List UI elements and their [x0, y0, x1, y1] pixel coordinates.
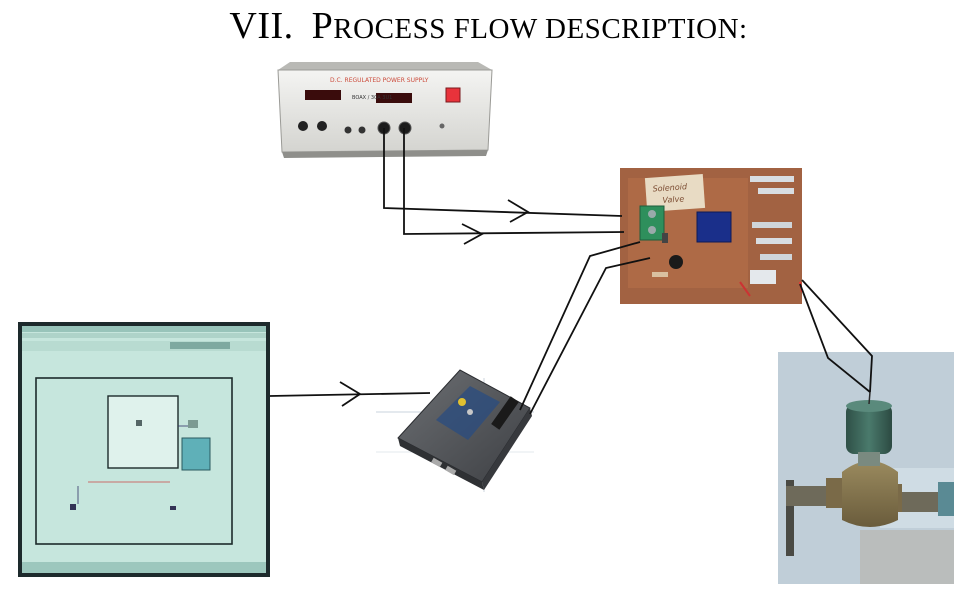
- psu-knob-4: [359, 127, 366, 134]
- flow-arrows: [340, 200, 528, 406]
- psu-knob-1: [298, 121, 308, 131]
- psu-knob-3: [345, 127, 352, 134]
- pipe-fitting-right: [938, 482, 954, 516]
- psu-led: [440, 124, 445, 129]
- psu-power-switch: [446, 88, 460, 102]
- daq-device: [376, 370, 534, 492]
- relay-driver-board: Solenoid Valve: [620, 168, 802, 304]
- psu-display-left: [305, 90, 341, 100]
- daq-indicator-white: [467, 409, 473, 415]
- computer-screen: [18, 322, 270, 577]
- output-indicator: [182, 438, 210, 470]
- psu-title: D.C. REGULATED POWER SUPPLY: [330, 77, 429, 84]
- resistor: [652, 272, 668, 277]
- psu-terminal-negative: [399, 122, 411, 134]
- valve-body: [842, 461, 898, 527]
- board-label-line2: Valve: [662, 194, 684, 205]
- power-supply-unit: D.C. REGULATED POWER SUPPLY BOAX / 30A 3…: [278, 62, 492, 158]
- arrow-psu-positive: [508, 200, 528, 222]
- solenoid-valve: [778, 352, 954, 584]
- wire-pc-to-daq: [270, 393, 430, 396]
- transistor: [669, 255, 683, 269]
- psu-knob-2: [317, 121, 327, 131]
- case-structure: [108, 396, 178, 468]
- daq-indicator-yellow: [458, 398, 466, 406]
- psu-model: BOAX / 30A 3U1: [352, 95, 392, 101]
- relay: [697, 212, 731, 242]
